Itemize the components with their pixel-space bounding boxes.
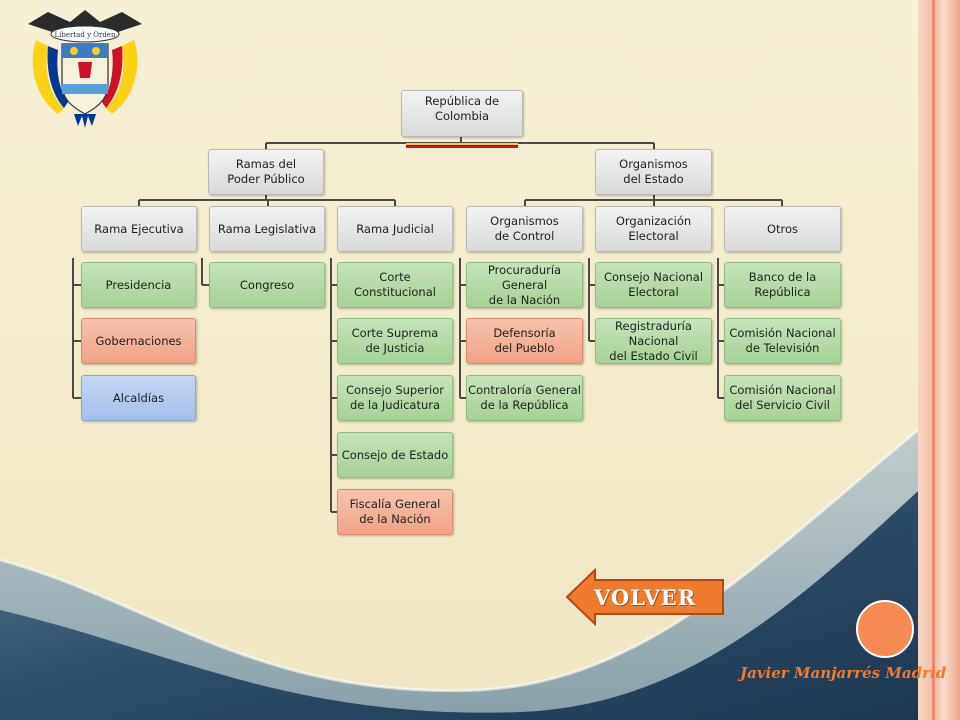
node-label: Organismos del Estado bbox=[619, 157, 688, 186]
leaf-node-judicial: Fiscalía General de la Nación bbox=[337, 489, 453, 535]
node-label: Comisión Nacional de Televisión bbox=[729, 326, 836, 355]
colombia-flag-stripe bbox=[406, 128, 518, 148]
node-label: Registraduría Nacional del Estado Civil bbox=[609, 318, 698, 363]
node-rama-judicial: Rama Judicial bbox=[337, 206, 453, 252]
leaf-node-otros: Comisión Nacional del Servicio Civil bbox=[724, 375, 841, 421]
node-organizacion-electoral: Organización Electoral bbox=[595, 206, 712, 252]
leaf-node-electoral: Consejo Nacional Electoral bbox=[595, 262, 712, 308]
svg-text:Libertad y Orden: Libertad y Orden bbox=[55, 31, 116, 39]
node-label: Fiscalía General de la Nación bbox=[349, 497, 441, 526]
node-label: Ramas del Poder Público bbox=[227, 157, 305, 186]
leaf-node-judicial: Consejo de Estado bbox=[337, 432, 453, 478]
node-republica-de-colombia: República de Colombia bbox=[401, 90, 523, 148]
author-signature: Javier Manjarrés Madrid bbox=[740, 664, 947, 682]
volver-label[interactable]: VOLVER bbox=[594, 585, 697, 610]
node-label: Consejo Superior de la Judicatura bbox=[346, 383, 444, 412]
leaf-node-ejecutiva: Presidencia bbox=[81, 262, 196, 308]
node-label: Consejo Nacional Electoral bbox=[603, 270, 704, 299]
node-rama-legislativa: Rama Legislativa bbox=[209, 206, 325, 252]
leaf-node-legislativa: Congreso bbox=[209, 262, 325, 308]
right-border-line bbox=[932, 0, 935, 720]
node-organismos-de-control: Organismos de Control bbox=[466, 206, 583, 252]
node-label: Banco de la República bbox=[748, 270, 817, 299]
node-label: República de Colombia bbox=[424, 93, 500, 123]
leaf-node-electoral: Registraduría Nacional del Estado Civil bbox=[595, 318, 712, 364]
node-label: Presidencia bbox=[105, 277, 172, 292]
right-border-strip bbox=[918, 0, 960, 720]
decorative-circle bbox=[856, 600, 914, 658]
leaf-node-judicial: Corte Suprema de Justicia bbox=[337, 318, 453, 364]
leaf-node-judicial: Corte Constitucional bbox=[337, 262, 453, 308]
leaf-node-ejecutiva: Alcaldías bbox=[81, 375, 196, 421]
node-label: Corte Suprema de Justicia bbox=[351, 326, 439, 355]
node-label: Comisión Nacional del Servicio Civil bbox=[729, 383, 836, 412]
node-label: Consejo de Estado bbox=[341, 447, 449, 462]
node-label: Rama Legislativa bbox=[217, 221, 317, 236]
node-otros: Otros bbox=[724, 206, 841, 252]
node-label: Congreso bbox=[239, 277, 295, 292]
leaf-node-judicial: Consejo Superior de la Judicatura bbox=[337, 375, 453, 421]
node-label: Rama Judicial bbox=[356, 221, 434, 236]
leaf-node-control: Defensoría del Pueblo bbox=[466, 318, 583, 364]
colombia-coat-of-arms-icon: Libertad y Orden bbox=[28, 10, 142, 128]
leaf-node-otros: Banco de la República bbox=[724, 262, 841, 308]
node-label: Otros bbox=[766, 221, 799, 236]
node-label: Contraloría General de la República bbox=[468, 383, 581, 412]
leaf-node-ejecutiva: Gobernaciones bbox=[81, 318, 196, 364]
node-label: Gobernaciones bbox=[95, 333, 182, 348]
leaf-node-control: Procuraduría General de la Nación bbox=[466, 262, 583, 308]
back-arrow-icon[interactable] bbox=[565, 568, 724, 626]
node-label: Defensoría del Pueblo bbox=[493, 326, 556, 355]
node-label: Rama Ejecutiva bbox=[94, 221, 184, 236]
node-ramas-del-poder-publico: Ramas del Poder Público bbox=[208, 149, 324, 195]
leaf-node-control: Contraloría General de la República bbox=[466, 375, 583, 421]
leaf-node-otros: Comisión Nacional de Televisión bbox=[724, 318, 841, 364]
node-label: Organismos de Control bbox=[490, 214, 559, 243]
volver-button[interactable] bbox=[565, 568, 725, 626]
node-rama-ejecutiva: Rama Ejecutiva bbox=[81, 206, 197, 252]
node-label: Corte Constitucional bbox=[354, 270, 436, 299]
node-label: Organización Electoral bbox=[615, 214, 692, 243]
node-label: Alcaldías bbox=[112, 390, 165, 405]
node-organismos-del-estado: Organismos del Estado bbox=[595, 149, 712, 195]
node-label: Procuraduría General de la Nación bbox=[487, 262, 562, 307]
